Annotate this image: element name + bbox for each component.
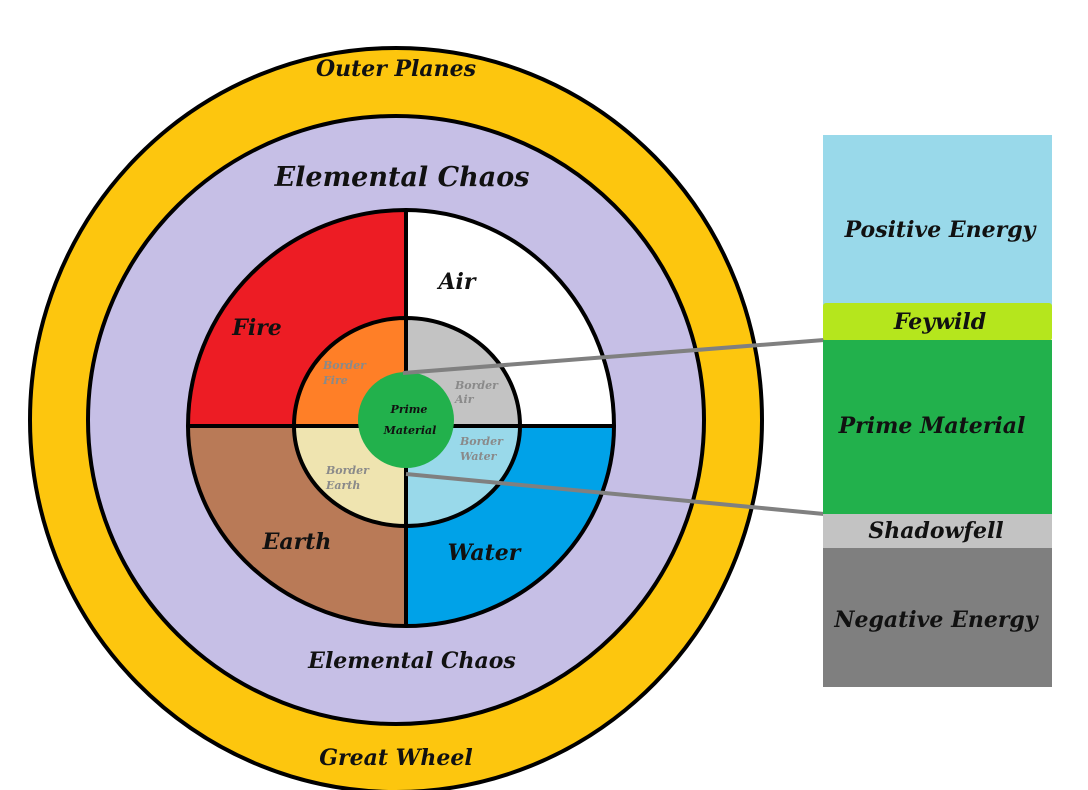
fire-label: Fire — [231, 315, 282, 341]
prime-material-label: Prime Material — [838, 413, 1026, 439]
prime-center-label-2: Material — [383, 424, 437, 437]
border-water-label-1: Border — [459, 435, 504, 448]
negative-energy-label: Negative Energy — [833, 607, 1039, 633]
border-earth-label-1: Border — [325, 464, 370, 477]
shadowfell-band — [823, 514, 1052, 548]
prime-center-label-1: Prime — [390, 403, 428, 416]
border-water-label-2: Water — [460, 450, 498, 463]
elemental-chaos-top-label: Elemental Chaos — [274, 162, 530, 193]
prime-material-center — [358, 372, 454, 468]
great-wheel-label: Great Wheel — [319, 745, 473, 771]
border-air-label-2: Air — [454, 393, 475, 406]
earth-label: Earth — [262, 529, 332, 555]
connector-line-top — [402, 338, 825, 375]
border-fire-label-2: Fire — [322, 374, 348, 387]
shadowfell-label: Shadowfell — [868, 518, 1003, 544]
border-fire-label-1: Border — [322, 359, 367, 372]
prime-material-band — [823, 340, 1052, 514]
positive-energy-label: Positive Energy — [844, 217, 1038, 243]
border-air-label-1: Border — [454, 379, 499, 392]
connector-line-bottom — [405, 472, 825, 516]
elemental-chaos-bottom-label: Elemental Chaos — [307, 648, 516, 674]
outer-planes-label: Outer Planes — [316, 56, 476, 82]
negative-energy-band — [823, 548, 1052, 687]
feywild-label: Feywild — [893, 309, 986, 335]
feywild-band — [823, 303, 1052, 341]
border-earth-label-2: Earth — [325, 479, 360, 492]
air-label: Air — [436, 269, 476, 295]
water-label: Water — [448, 540, 522, 566]
positive-energy-band — [823, 135, 1052, 306]
